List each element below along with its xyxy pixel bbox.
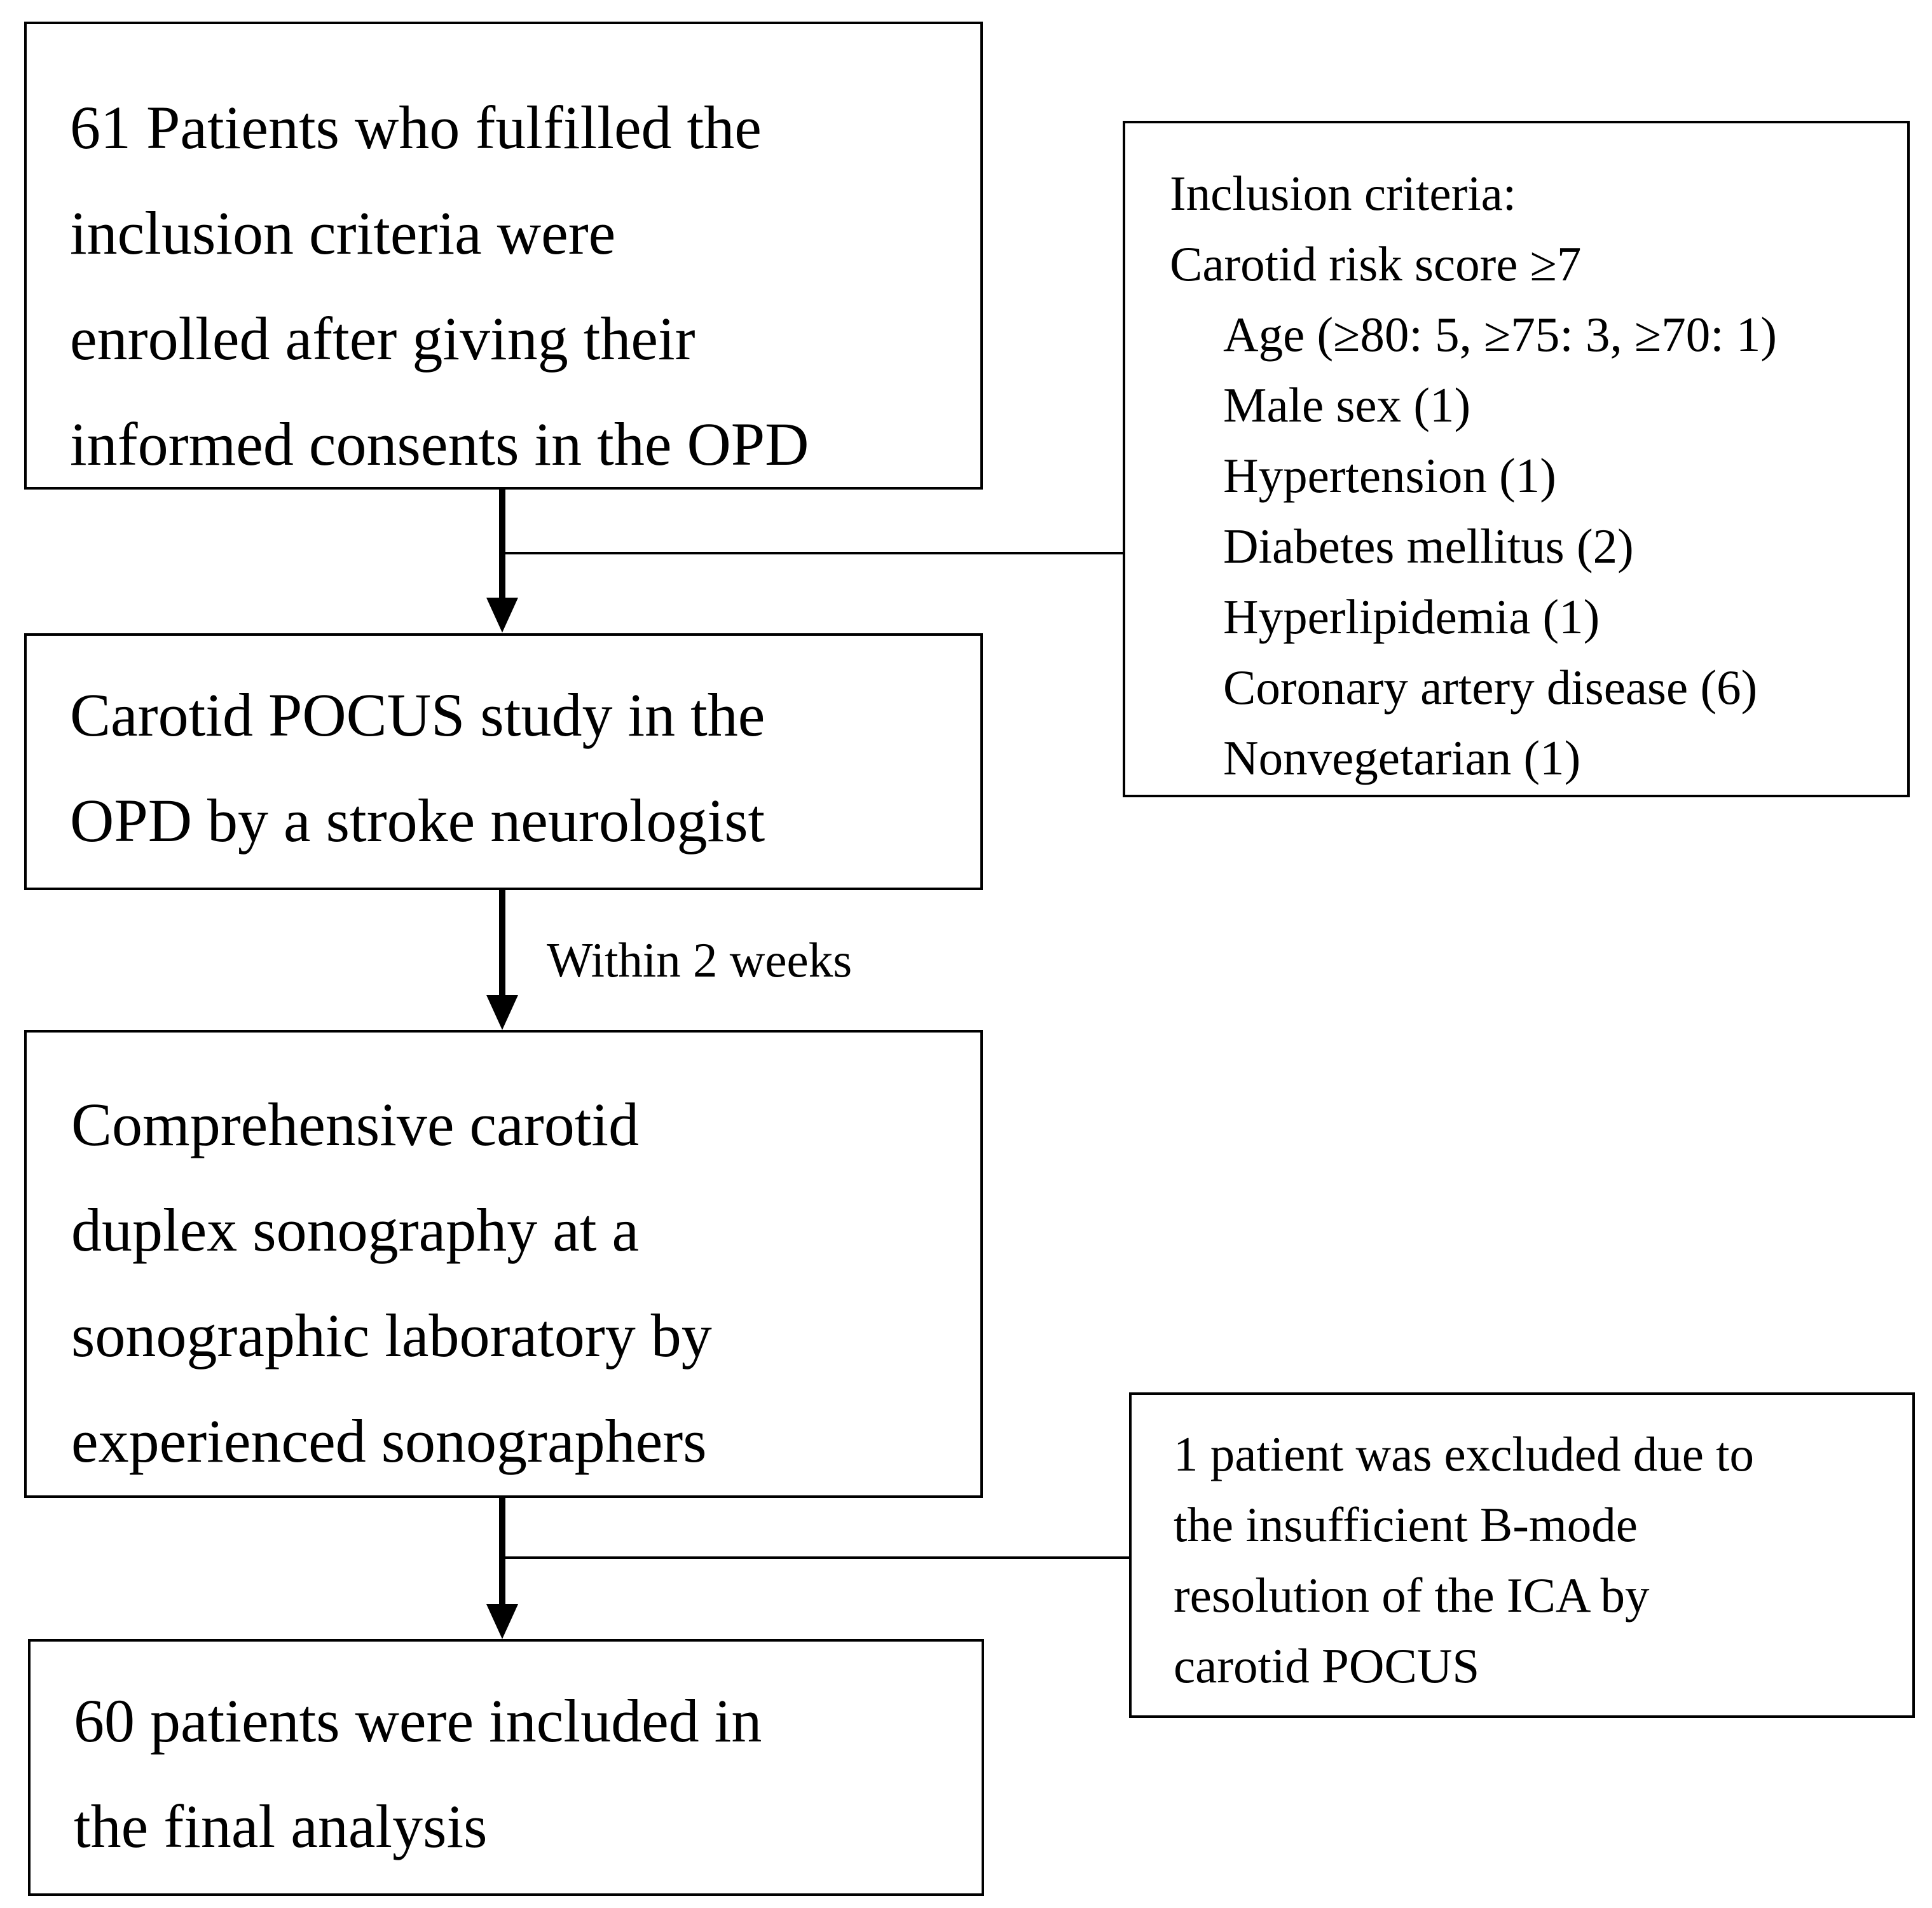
arrowhead-pocus xyxy=(486,598,518,633)
arrowhead-duplex xyxy=(486,995,518,1030)
excluded-line: carotid POCUS xyxy=(1174,1638,1480,1693)
box-duplex-sonography: Comprehensive carotid duplex sonography … xyxy=(24,1030,983,1498)
inclusion-item: Diabetes mellitus (2) xyxy=(1223,519,1634,573)
box-duplex-line: duplex sonography at a xyxy=(71,1196,640,1264)
box-enrolled-line: enrolled after giving their xyxy=(70,305,695,373)
inclusion-item: Male sex (1) xyxy=(1223,378,1471,432)
excluded-line: 1 patient was excluded due to xyxy=(1174,1427,1755,1481)
box-pocus-line: Carotid POCUS study in the xyxy=(70,681,765,749)
arrowhead-final xyxy=(486,1604,518,1639)
inclusion-item: Nonvegetarian (1) xyxy=(1223,731,1581,785)
box-enrolled-line: informed consents in the OPD xyxy=(70,410,809,478)
box-inclusion-criteria: Inclusion criteria: Carotid risk score ≥… xyxy=(1123,121,1910,797)
box-excluded: 1 patient was excluded due to the insuff… xyxy=(1129,1392,1915,1718)
edge-label-within-2-weeks: Within 2 weeks xyxy=(547,933,853,987)
box-duplex-line: experienced sonographers xyxy=(71,1407,707,1475)
box-final-line: the final analysis xyxy=(74,1792,488,1860)
box-enrolled-line: 61 Patients who fulfilled the xyxy=(70,93,762,161)
box-duplex-line: sonographic laboratory by xyxy=(71,1301,712,1369)
box-pocus-line: OPD by a stroke neurologist xyxy=(70,786,765,854)
box-final-analysis: 60 patients were included in the final a… xyxy=(28,1639,984,1896)
inclusion-heading: Inclusion criteria: xyxy=(1170,166,1517,221)
inclusion-score-line: Carotid risk score ≥7 xyxy=(1170,237,1582,291)
inclusion-item: Coronary artery disease (6) xyxy=(1223,660,1758,715)
excluded-line: the insufficient B-mode xyxy=(1174,1497,1638,1552)
box-enrolled: 61 Patients who fulfilled the inclusion … xyxy=(24,22,983,490)
inclusion-item: Age (≥80: 5, ≥75: 3, ≥70: 1) xyxy=(1223,307,1778,362)
box-final-line: 60 patients were included in xyxy=(74,1687,762,1755)
box-duplex-line: Comprehensive carotid xyxy=(71,1090,640,1158)
excluded-line: resolution of the ICA by xyxy=(1174,1568,1650,1623)
inclusion-item: Hyperlipidemia (1) xyxy=(1223,589,1600,644)
box-pocus-study: Carotid POCUS study in the OPD by a stro… xyxy=(24,633,983,890)
inclusion-item: Hypertension (1) xyxy=(1223,448,1556,503)
box-enrolled-line: inclusion criteria were xyxy=(70,199,616,267)
